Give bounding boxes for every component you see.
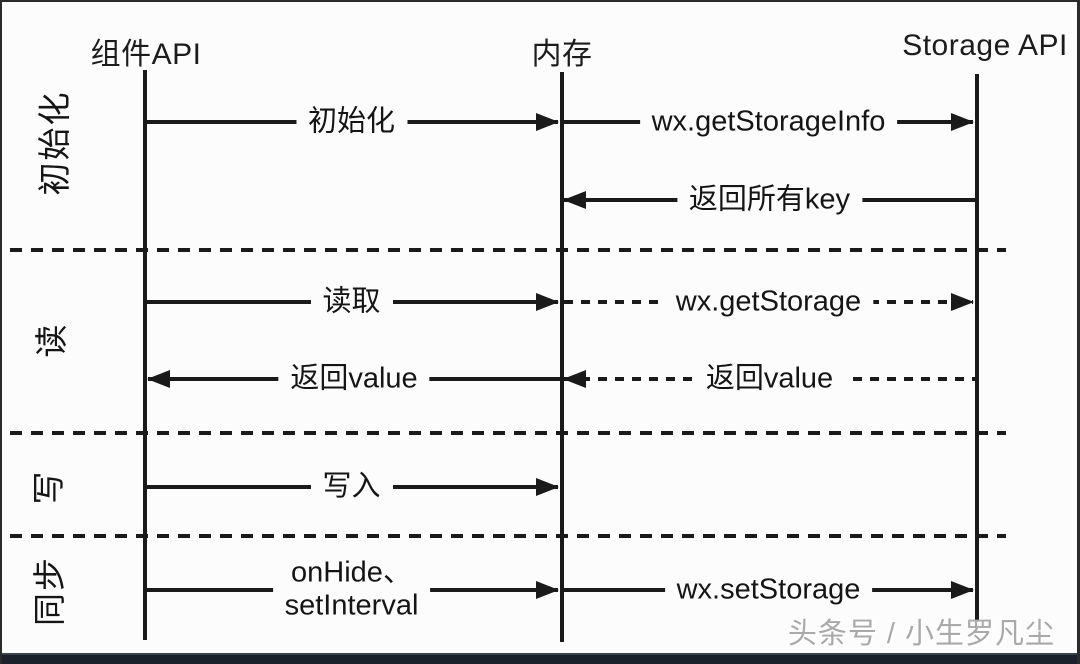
arrowhead-right-icon bbox=[951, 113, 974, 131]
arrowhead-right-icon bbox=[536, 293, 559, 311]
message-label: wx.setStorage bbox=[664, 573, 873, 607]
message-label: 写入 bbox=[310, 470, 393, 504]
phase-label-init: 初始化 bbox=[36, 90, 73, 196]
arrowhead-left-icon bbox=[147, 370, 170, 388]
actor-label-component-api: 组件API bbox=[90, 38, 202, 71]
message-label: onHide、 setInterval bbox=[272, 556, 431, 624]
message-get-storage: wx.getStorage bbox=[564, 285, 974, 319]
arrowhead-right-icon bbox=[951, 293, 974, 311]
message-sync-trigger: onHide、 setInterval bbox=[145, 556, 559, 624]
message-set-storage: wx.setStorage bbox=[564, 573, 974, 607]
phase-label-read: 读 bbox=[33, 322, 70, 358]
message-return-value-to-component: 返回value bbox=[147, 362, 560, 396]
arrowhead-left-icon bbox=[563, 191, 586, 209]
message-label: 返回value bbox=[278, 362, 430, 396]
message-init: 初始化 bbox=[145, 105, 559, 139]
actor-label-memory: 内存 bbox=[531, 38, 593, 71]
message-return-value-from-storage: 返回value bbox=[563, 362, 975, 396]
lifeline-storage-api bbox=[975, 74, 979, 630]
lifeline-memory bbox=[560, 72, 564, 642]
arrowhead-right-icon bbox=[536, 581, 559, 599]
message-label: 返回value bbox=[693, 362, 846, 396]
message-label: wx.getStorage bbox=[663, 285, 874, 319]
footer-bar bbox=[2, 653, 1077, 664]
phase-label-sync: 同步 bbox=[31, 556, 68, 626]
message-write: 写入 bbox=[145, 470, 559, 504]
message-label: 读取 bbox=[310, 285, 393, 319]
phase-separator-2 bbox=[10, 431, 1006, 435]
message-label: 返回所有key bbox=[676, 183, 863, 217]
message-label-line-2: setInterval bbox=[284, 590, 419, 622]
message-label-line-1: onHide、 bbox=[291, 556, 412, 589]
arrowhead-right-icon bbox=[536, 478, 559, 496]
message-return-all-keys: 返回所有key bbox=[563, 183, 975, 217]
watermark-text: 头条号 / 小生罗凡尘 bbox=[787, 618, 1055, 650]
arrowhead-right-icon bbox=[536, 113, 559, 131]
message-read: 读取 bbox=[145, 285, 559, 319]
lifeline-component-api bbox=[143, 70, 147, 640]
actor-label-storage-api: Storage API bbox=[902, 29, 1068, 62]
message-label: 初始化 bbox=[295, 105, 408, 139]
phase-separator-3 bbox=[10, 534, 1006, 538]
arrowhead-left-icon bbox=[563, 370, 586, 388]
phase-label-write: 写 bbox=[30, 469, 67, 505]
phase-separator-1 bbox=[10, 248, 1006, 252]
message-get-storage-info: wx.getStorageInfo bbox=[564, 105, 974, 139]
message-label: wx.getStorageInfo bbox=[639, 105, 898, 139]
arrowhead-right-icon bbox=[951, 581, 974, 599]
